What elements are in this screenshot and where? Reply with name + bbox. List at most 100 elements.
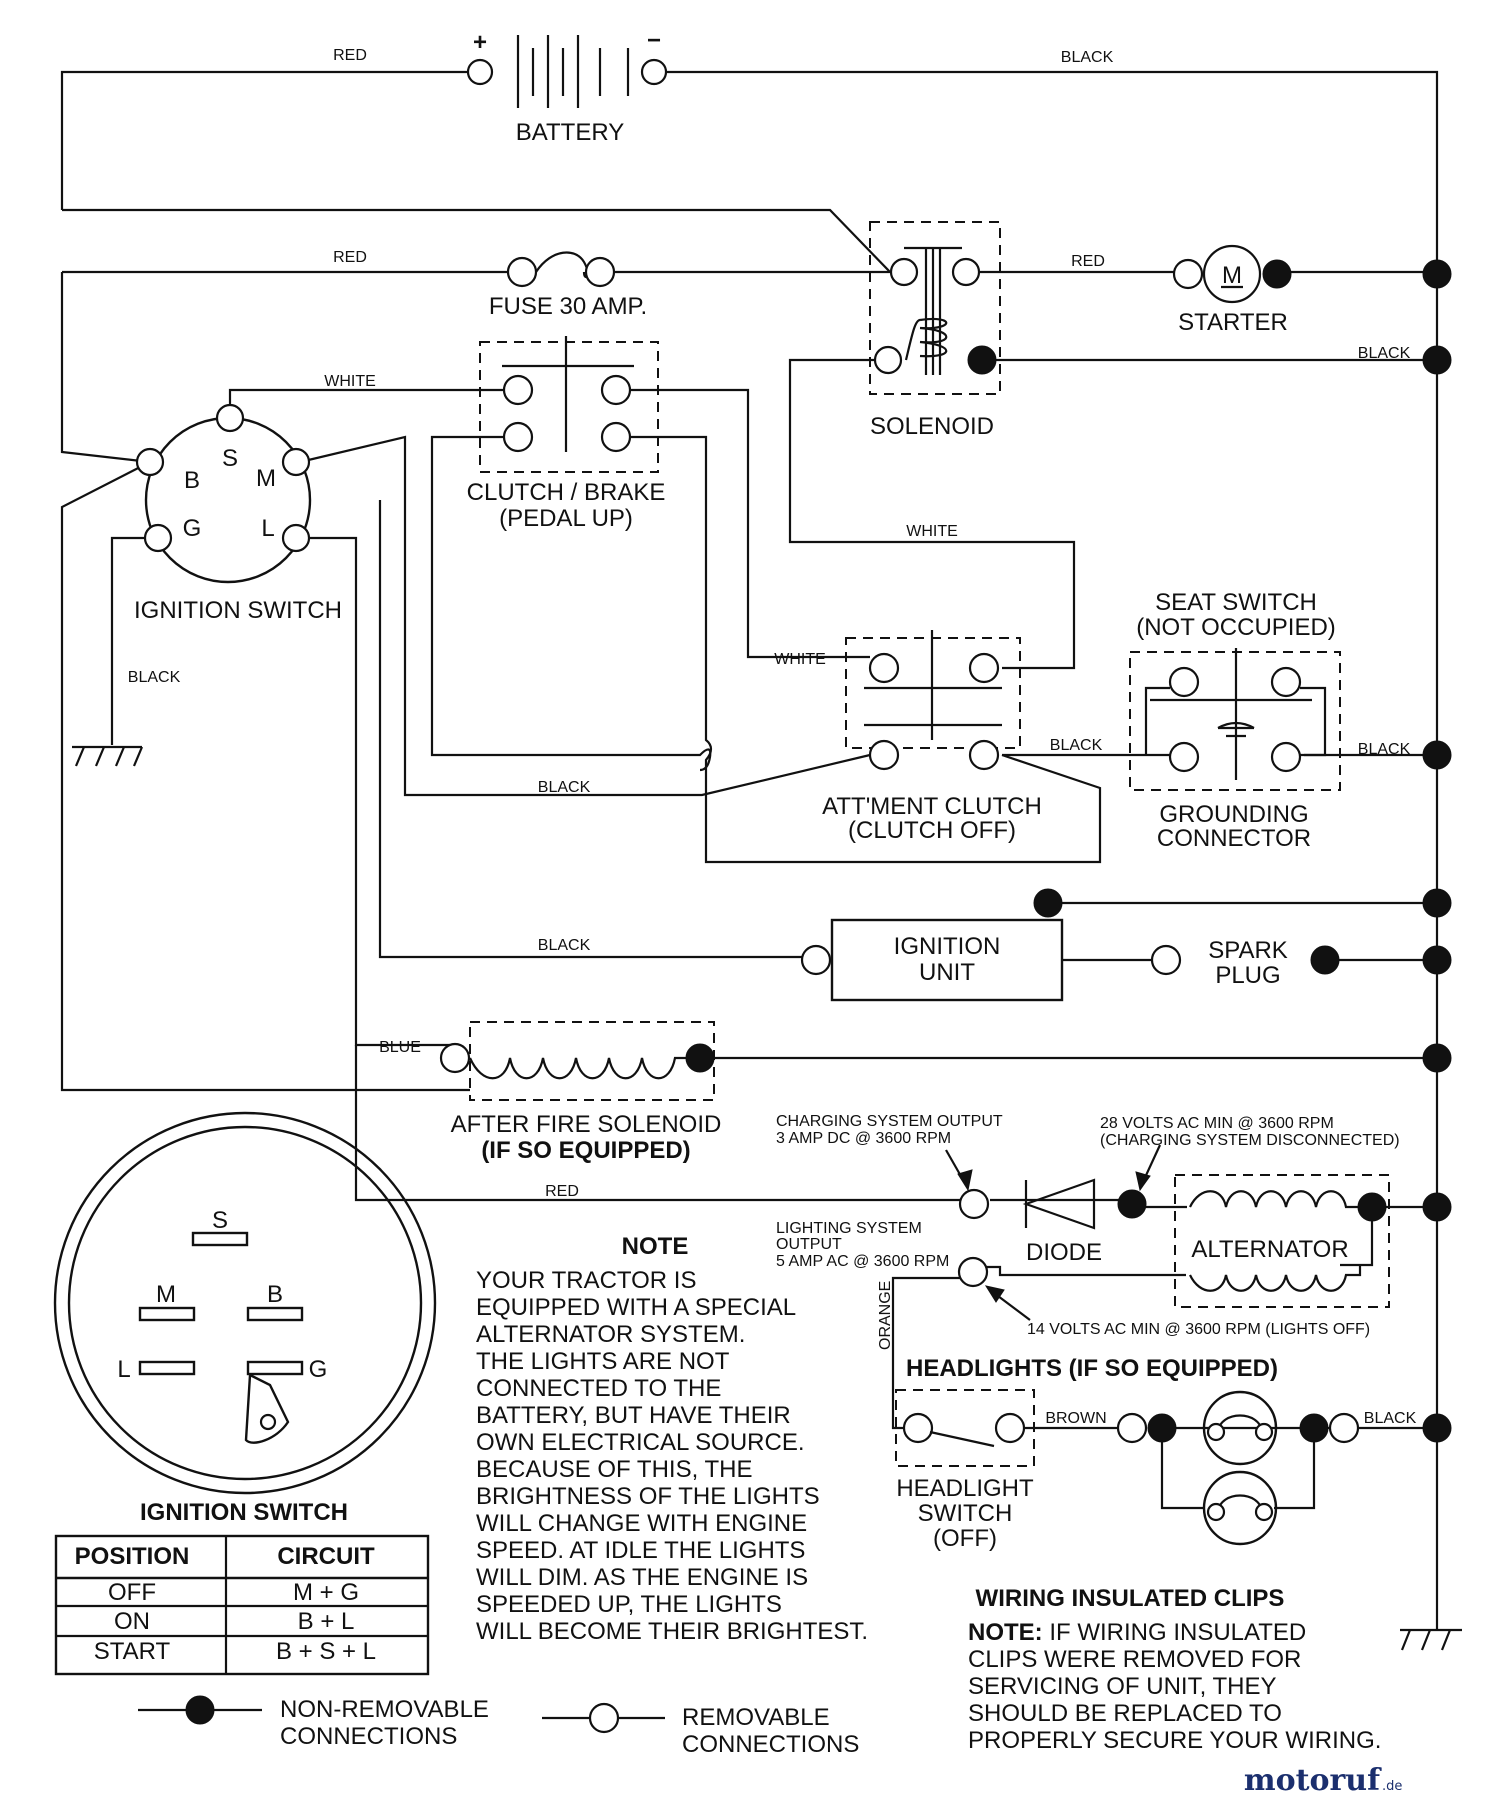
wire-label-red-battery: RED: [333, 47, 367, 64]
legend-removable-label: REMOVABLE: [682, 1704, 830, 1731]
ign-terminal-m: [281, 447, 311, 477]
clips-note: WIRING INSULATED CLIPS NOTE: IF WIRING I…: [968, 1585, 1381, 1754]
wire-label-black-att: BLACK: [538, 779, 591, 796]
wire-clutch-to-att: [616, 388, 870, 659]
wire-label-white-solenoid: WHITE: [906, 523, 958, 540]
wire-battery-black: [665, 70, 1439, 1600]
legend-non-removable-sublabel: CONNECTIONS: [280, 1723, 457, 1750]
clips-line-1: NOTE: IF WIRING INSULATED: [968, 1619, 1306, 1646]
clutch-brake-sublabel: (PEDAL UP): [499, 505, 633, 532]
note-line: YOUR TRACTOR IS: [476, 1267, 696, 1294]
note-line: WILL DIM. AS THE ENGINE IS: [476, 1564, 808, 1591]
battery-plus-sign: +: [473, 29, 487, 56]
wire-label-black-solenoid: BLACK: [1358, 345, 1411, 362]
wire-ign-g-black: [110, 536, 158, 745]
lighting-output-label-3: 5 AMP AC @ 3600 RPM: [776, 1253, 949, 1270]
clips-line: PROPERLY SECURE YOUR WIRING.: [968, 1727, 1381, 1754]
note-line: BATTERY, BUT HAVE THEIR: [476, 1402, 791, 1429]
headlight-switch-label: HEADLIGHT: [896, 1475, 1034, 1502]
note-line: SPEED. AT IDLE THE LIGHTS: [476, 1537, 805, 1564]
ign-letter-b: B: [184, 467, 200, 494]
clips-note-label: NOTE:: [968, 1619, 1043, 1646]
clips-line: SERVICING OF UNIT, THEY: [968, 1673, 1277, 1700]
spark-plug-sublabel: PLUG: [1215, 962, 1280, 989]
ignition-unit-sublabel: UNIT: [919, 959, 975, 986]
wire-lamp-bottom2: [1274, 1428, 1316, 1510]
note-line: SPEEDED UP, THE LIGHTS: [476, 1591, 782, 1618]
afs-sublabel: (IF SO EQUIPPED): [481, 1137, 690, 1164]
lighting-output-terminal: [957, 1256, 989, 1288]
wire-ign-l-red: [354, 1045, 962, 1202]
volts-14-label: 14 VOLTS AC MIN @ 3600 RPM (LIGHTS OFF): [1027, 1321, 1370, 1338]
headlamp-bulb-2: [1202, 1470, 1278, 1546]
ignition-switch-detail: S M B L G IGNITION SWITCH: [53, 1111, 437, 1526]
ignition-position-table: POSITION CIRCUIT OFF M + G ON B + L STAR…: [54, 1534, 430, 1676]
wires: [60, 70, 1439, 1600]
wire-battery-red: [60, 70, 470, 210]
fuse-label: FUSE 30 AMP.: [489, 293, 647, 320]
wire-solenoid-white: [788, 358, 1076, 670]
ign-letter-s: S: [222, 445, 238, 472]
wire-label-blue: BLUE: [379, 1039, 421, 1056]
seat-switch: SEAT SWITCH (NOT OCCUPIED) GROUNDING CON…: [1129, 589, 1341, 852]
note-line: BECAUSE OF THIS, THE: [476, 1456, 753, 1483]
clips-note-text: IF WIRING INSULATED: [1043, 1619, 1307, 1646]
note-line: CONNECTED TO THE: [476, 1375, 721, 1402]
volts-28-label: 28 VOLTS AC MIN @ 3600 RPM: [1100, 1115, 1334, 1132]
att-clutch-label: ATT'MENT CLUTCH: [822, 793, 1042, 820]
detail-letter-b: B: [267, 1281, 283, 1308]
wire-ign-b: [60, 461, 470, 1092]
grounding-connector-sublabel: CONNECTOR: [1157, 825, 1311, 852]
charging-output-label: CHARGING SYSTEM OUTPUT: [776, 1113, 1003, 1130]
wire-label-red-starter: RED: [1071, 253, 1105, 270]
wire-label-white-att: WHITE: [774, 651, 826, 668]
table-header-position: POSITION: [75, 1543, 190, 1570]
wire-lighting: [973, 1265, 1186, 1277]
table-cell-off: OFF: [108, 1579, 156, 1606]
wire-label-red-fuse: RED: [333, 249, 367, 266]
solenoid: SOLENOID: [869, 221, 1001, 440]
note-line: EQUIPPED WITH A SPECIAL: [476, 1294, 796, 1321]
ground-symbol-left: [72, 745, 144, 767]
wire-ign-s-white: [228, 388, 518, 418]
ign-letter-m: M: [256, 465, 276, 492]
alternator-label: ALTERNATOR: [1191, 1236, 1348, 1263]
detail-title: IGNITION SWITCH: [140, 1499, 348, 1526]
starter-motor: M STARTER: [1172, 244, 1292, 336]
ignition-unit-label: IGNITION: [894, 933, 1001, 960]
ign-letter-l: L: [261, 515, 274, 542]
note-line: ALTERNATOR SYSTEM.: [476, 1321, 745, 1348]
wire-label-orange: ORANGE: [877, 1281, 894, 1350]
battery-minus-sign: −: [647, 27, 661, 54]
table-header-circuit: CIRCUIT: [277, 1543, 375, 1570]
ign-terminal-l: [281, 523, 311, 553]
note-line: WILL CHANGE WITH ENGINE: [476, 1510, 807, 1537]
wire-label-black-ign-ground: BLACK: [128, 669, 181, 686]
wire-lamp-bottom: [1160, 1428, 1204, 1510]
detail-letter-s: S: [212, 1207, 228, 1234]
ground-symbol-right: [1400, 1600, 1462, 1651]
note-block: NOTE YOUR TRACTOR IS EQUIPPED WITH A SPE…: [476, 1233, 868, 1645]
clips-title: WIRING INSULATED CLIPS: [976, 1585, 1285, 1612]
legend-removable-symbol: [588, 1702, 620, 1734]
lighting-output-label-2: OUTPUT: [776, 1236, 842, 1253]
watermark-suffix: .de: [1382, 1779, 1402, 1794]
wire-label-brown: BROWN: [1045, 1410, 1106, 1427]
spark-plug: SPARK PLUG: [1150, 937, 1340, 989]
wire-label-red-charge: RED: [545, 1183, 579, 1200]
wire-clutch-loop2: [616, 435, 1102, 864]
note-line: THE LIGHTS ARE NOT: [476, 1348, 730, 1375]
headlight-switch: HEADLIGHT SWITCH (OFF): [895, 1389, 1035, 1552]
clips-line: CLIPS WERE REMOVED FOR: [968, 1646, 1301, 1673]
clutch-brake-label: CLUTCH / BRAKE: [467, 479, 666, 506]
starter-m-symbol: M: [1222, 262, 1242, 289]
battery-positive-terminal: [466, 58, 494, 86]
ignition-switch-label: IGNITION SWITCH: [134, 597, 342, 624]
ground-bus-junctions: [1422, 259, 1452, 1443]
table-cell-start-circuit: B + S + L: [276, 1638, 376, 1665]
headlight-switch-state: (OFF): [933, 1525, 997, 1552]
ignition-unit: IGNITION UNIT: [800, 888, 1064, 1002]
wire-orange: [891, 1276, 973, 1430]
wire-label-black-ground: BLACK: [1358, 741, 1411, 758]
battery-label: BATTERY: [516, 119, 624, 146]
